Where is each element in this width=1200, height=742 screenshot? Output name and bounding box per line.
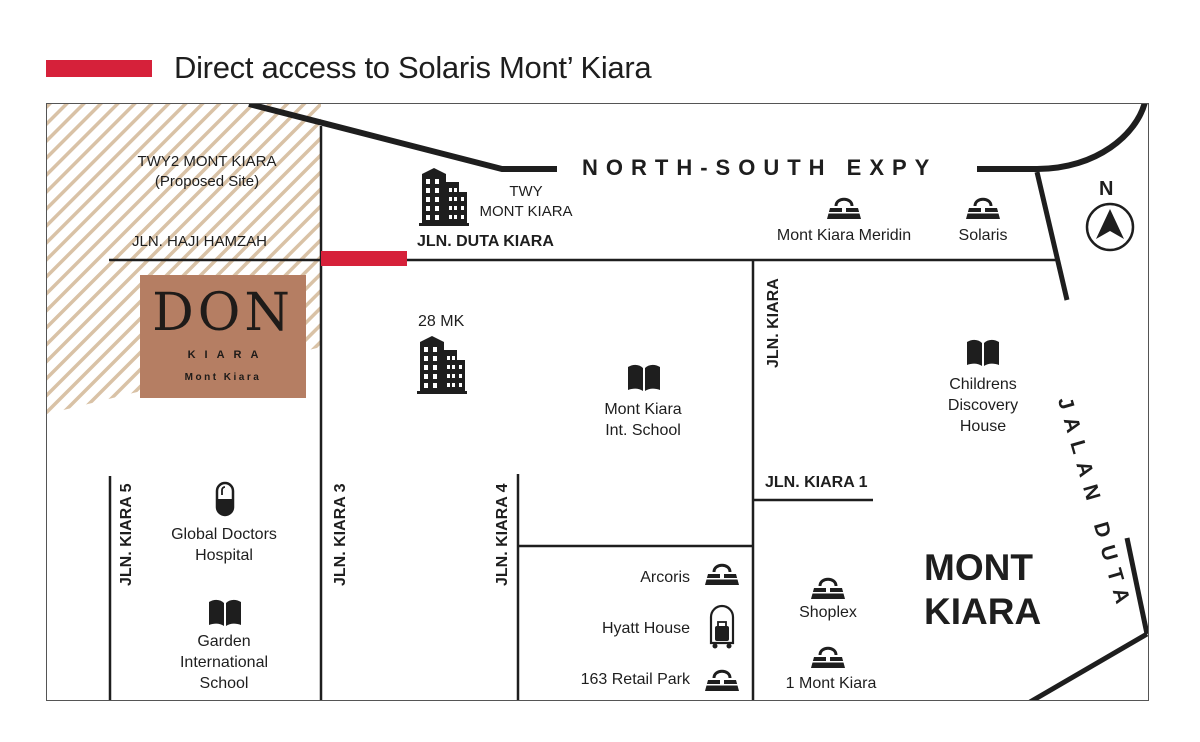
landmark-hyatt-house: Hyatt House — [601, 620, 690, 637]
jalan-duta-road-south — [1028, 631, 1148, 700]
shopping-bag-icon — [810, 643, 846, 669]
don-logo: DON — [152, 283, 294, 343]
road-label-kiara-5: JLN. KIARA 5 — [118, 483, 135, 586]
landmark-163-retail-park: 163 Retail Park — [580, 671, 690, 688]
map-legend: Direct access to Solaris Mont’ Kiara — [46, 48, 652, 88]
north-south-expy-road — [248, 104, 557, 172]
shopping-bag-icon — [704, 560, 740, 586]
north-south-expy-label: NORTH-SOUTH EXPY — [582, 155, 938, 180]
landmark-shoplex: Shoplex — [799, 604, 857, 621]
shopping-bag-icon — [704, 666, 740, 692]
landmark-childrens-line1: Childrens — [949, 376, 1017, 393]
landmark-arcoris: Arcoris — [640, 569, 690, 586]
district-line1: MONT — [924, 547, 1033, 588]
road-label-haji-hamzah: JLN. HAJI HAMZAH — [132, 233, 268, 250]
jalan-duta-road-upper — [1034, 171, 1070, 301]
landmark-twy-mont-kiara: TWY MONT KIARA — [479, 182, 572, 221]
luggage-cart-icon — [709, 604, 735, 649]
proposed-site-note: (Proposed Site) — [154, 172, 260, 190]
compass-label: N — [1099, 178, 1114, 200]
proposed-site-name: TWY2 MONT KIARA — [137, 153, 277, 170]
book-icon — [208, 597, 242, 627]
landmark-garden-line2: International — [179, 653, 269, 671]
landmark-mkis-line1: Mont Kiara — [604, 401, 682, 418]
jalan-duta-road-lower — [1124, 537, 1148, 635]
building-icon — [417, 334, 467, 394]
landmark-childrens-line2: Discovery — [947, 396, 1019, 414]
landmark-1-mont-kiara: 1 Mont Kiara — [785, 675, 877, 692]
don-logo-sub: KIARA — [187, 349, 268, 361]
road-label-kiara-4: JLN. KIARA 4 — [494, 483, 511, 586]
landmark-garden-line3: School — [199, 674, 249, 692]
landmark-garden-international-school: Garden International School — [180, 632, 268, 694]
road-label-kiara-3: JLN. KIARA 3 — [332, 483, 349, 586]
road-label-kiara-1: JLN. KIARA 1 — [765, 474, 868, 491]
shopping-bag-icon — [826, 194, 862, 220]
landmark-solaris: Solaris — [958, 227, 1008, 244]
don-location: Mont Kiara — [184, 372, 262, 383]
don-kiara-block: DON KIARA Mont Kiara — [140, 275, 306, 398]
landmark-mont-kiara-int-school: Mont Kiara Int. School — [604, 400, 681, 442]
landmark-mkis-line2: Int. School — [605, 421, 681, 439]
district-line2: KIARA — [924, 591, 1042, 633]
north-south-expy-road-east — [977, 104, 1148, 172]
building-icon — [419, 166, 469, 226]
legend-label: Direct access to Solaris Mont’ Kiara — [174, 50, 652, 85]
book-icon — [627, 362, 661, 392]
landmark-global-doctors-hospital: Global Doctors Hospital — [171, 525, 277, 567]
access-route-swatch — [46, 59, 152, 77]
landmark-garden-line1: Garden — [197, 633, 251, 650]
landmark-mont-kiara-meridin: Mont Kiara Meridin — [776, 227, 912, 244]
landmark-28-mk: 28 MK — [418, 313, 465, 330]
pill-icon — [215, 481, 235, 517]
proposed-site-label: TWY2 MONT KIARA (Proposed Site) — [138, 152, 277, 191]
direct-access-route — [321, 251, 407, 266]
road-label-duta-kiara: JLN. DUTA KIARA — [417, 233, 554, 250]
book-icon — [966, 337, 1000, 367]
landmark-childrens-discovery-house: Childrens Discovery House — [948, 375, 1018, 437]
road-label-kiara: JLN. KIARA — [765, 278, 782, 368]
landmark-twy-line1: TWY — [509, 183, 543, 200]
district-label: MONT KIARA — [924, 546, 1041, 635]
north-arrow-icon — [1085, 202, 1135, 252]
landmark-hospital-line1: Global Doctors — [171, 526, 277, 543]
shopping-bag-icon — [965, 194, 1001, 220]
shopping-bag-icon — [810, 574, 846, 600]
landmark-childrens-line3: House — [959, 417, 1007, 435]
location-map: TWY2 MONT KIARA (Proposed Site) JLN. HAJ… — [46, 103, 1149, 701]
landmark-twy-line2: MONT KIARA — [479, 202, 573, 220]
landmark-hospital-line2: Hospital — [195, 546, 253, 564]
